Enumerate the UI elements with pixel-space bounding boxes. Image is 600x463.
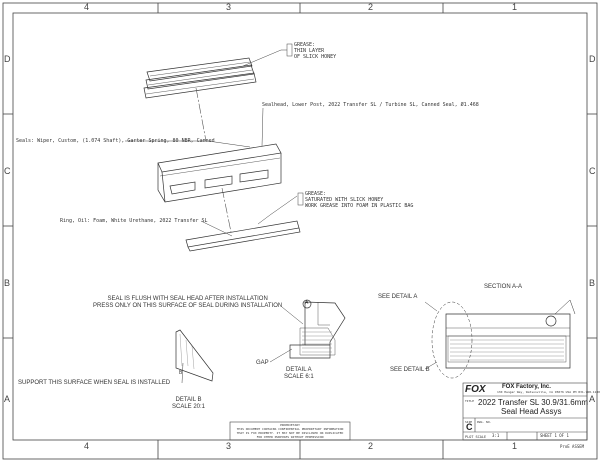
see-detail-b-label: SEE DETAIL B <box>390 367 430 373</box>
row-label-c-left: C <box>4 166 11 176</box>
column-label-2-top: 2 <box>368 2 374 12</box>
row-label-b-left: B <box>4 278 11 288</box>
grease-top-note: GREASE: THIN LAYER OF SLICK HONEY <box>294 42 337 60</box>
dwg-no-label: DWG. NO. <box>477 420 492 424</box>
company-address: 130 Hangar Way, Watsonville, CA 95076 US… <box>497 390 600 394</box>
column-label-1-bottom: 1 <box>512 441 518 451</box>
fox-logo: FOX <box>465 384 486 395</box>
column-label-3-top: 3 <box>226 2 232 12</box>
detail-a-title: DETAIL A SCALE 6:1 <box>284 367 314 380</box>
ring-callout: Ring, Oil: Foam, White Urethane, 2022 Tr… <box>60 218 208 224</box>
plot-scale-label: PLOT SCALE <box>465 435 487 439</box>
row-label-a-right: A <box>589 394 596 404</box>
drawing-title-line2: Seal Head Assys <box>501 407 562 416</box>
row-label-d-right: D <box>589 54 596 64</box>
row-label-c-right: C <box>589 166 596 176</box>
column-label-4-top: 4 <box>84 2 90 12</box>
sheet-number: SHEET 1 OF 1 <box>540 433 569 438</box>
column-label-2-bottom: 2 <box>368 441 374 451</box>
column-label-4-bottom: 4 <box>84 441 90 451</box>
size-label: SIZE <box>465 420 473 424</box>
sheet-size: C <box>466 422 473 432</box>
seal-flush-note: SEAL IS FLUSH WITH SEAL HEAD AFTER INSTA… <box>93 296 283 309</box>
sealhead-callout: Sealhead, Lower Post, 2022 Transfer SL /… <box>262 102 479 108</box>
column-label-3-bottom: 3 <box>226 441 232 451</box>
gap-label: GAP <box>256 360 269 366</box>
seals-callout: Seals: Wiper, Custom, (1.074 Shaft), Gar… <box>16 138 215 144</box>
drawing-title-line1: 2022 Transfer SL 30.9/31.6mm <box>478 398 588 407</box>
see-detail-a-label: SEE DETAIL A <box>378 294 418 300</box>
detail-b-marker: B <box>179 370 183 376</box>
row-label-b-right: B <box>589 278 596 288</box>
grease-mid-note: GREASE: SATURATED WITH SLICK HONEY WORK … <box>305 191 414 209</box>
centre-axis <box>195 87 232 233</box>
support-surface-note: SUPPORT THIS SURFACE WHEN SEAL IS INSTAL… <box>18 380 171 386</box>
file-code: ProE ASSEM <box>560 444 585 449</box>
detail-b-title: DETAIL B SCALE 20:1 <box>172 397 206 410</box>
grease-symbol-top <box>286 43 293 57</box>
detail-b-view <box>175 329 214 382</box>
row-label-a-left: A <box>4 394 11 404</box>
proprietary-notice: PROPRIETARY THIS DOCUMENT CONTAINS CONFI… <box>236 423 344 439</box>
grease-symbol-mid <box>297 192 304 206</box>
section-aa-label: SECTION A-A <box>484 284 523 290</box>
title-label: TITLE <box>465 399 475 403</box>
foam-ring-part <box>185 220 301 252</box>
sealhead-part <box>157 143 282 203</box>
leader-lines <box>125 49 438 384</box>
canned-seal-part <box>143 57 257 99</box>
column-label-1-top: 1 <box>512 2 518 12</box>
plot-scale-value: 3:1 <box>492 433 500 438</box>
row-label-d-left: D <box>4 54 11 64</box>
company-name: FOX Factory, Inc. <box>502 384 551 390</box>
detail-a-marker: A <box>305 300 309 306</box>
title-block-frame <box>229 382 588 441</box>
detail-a-view <box>289 299 346 359</box>
section-aa-view <box>431 299 576 379</box>
